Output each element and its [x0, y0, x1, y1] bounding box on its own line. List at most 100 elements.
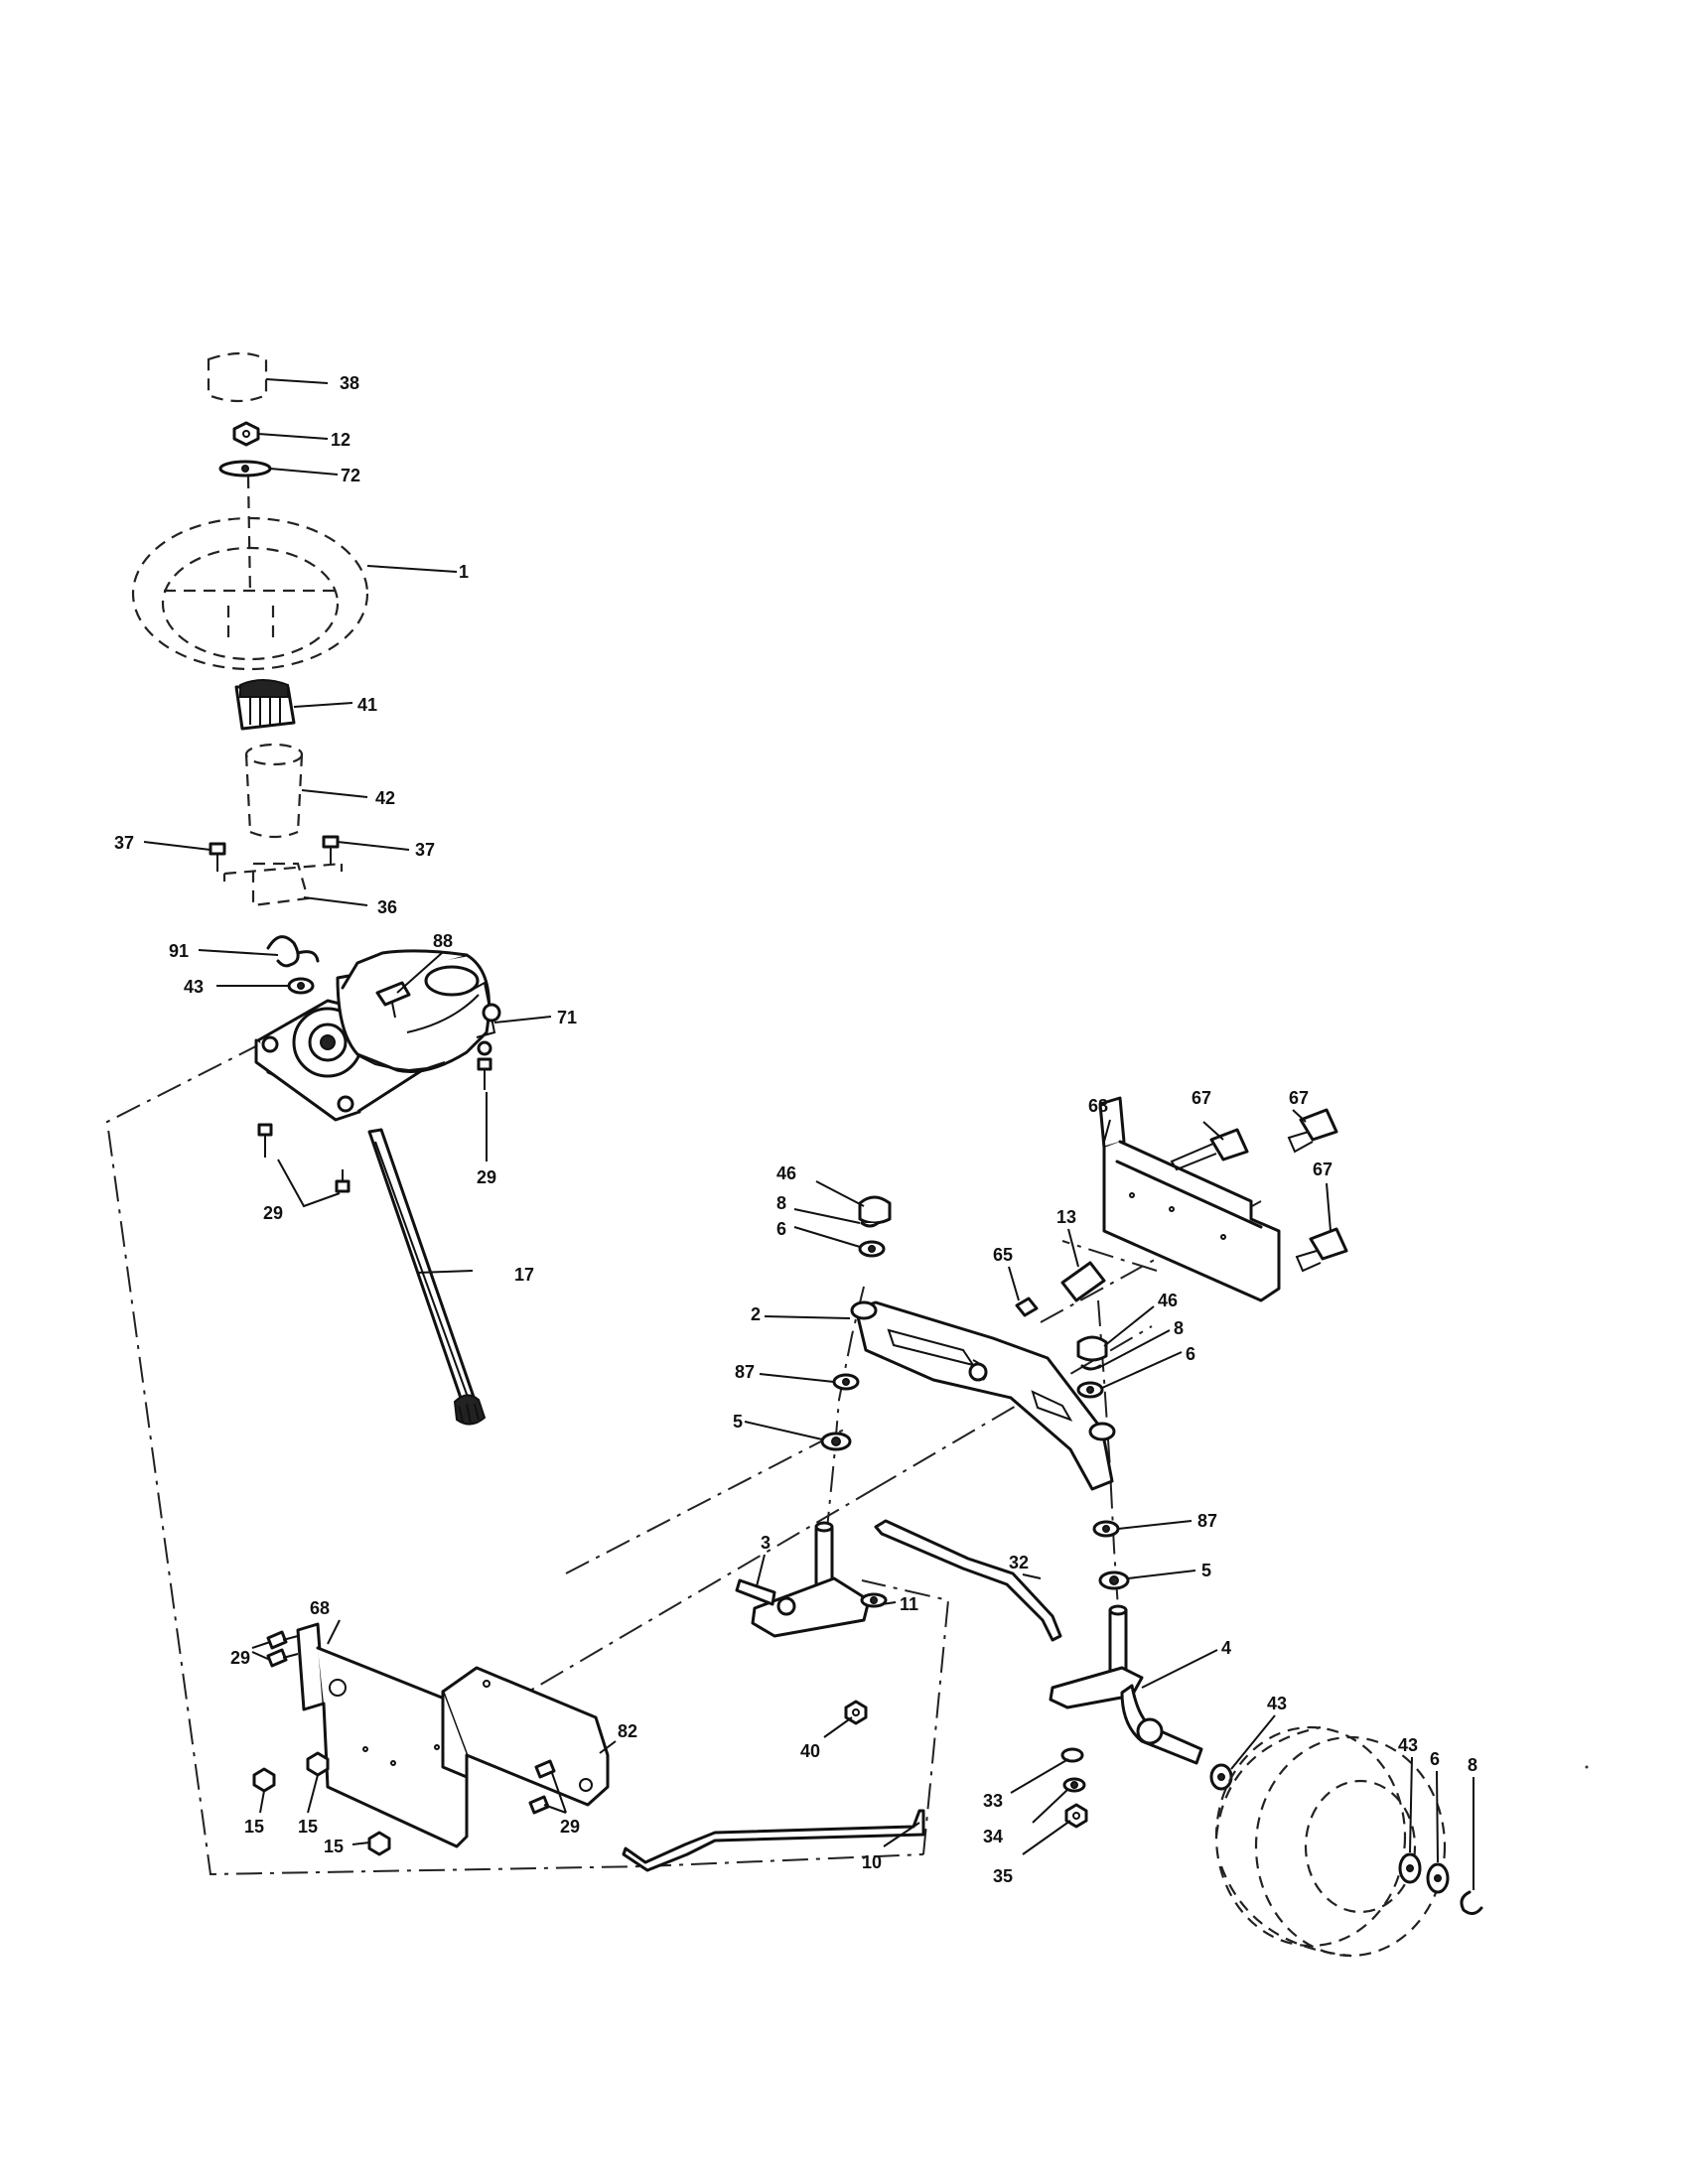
bolt-29-left-lower	[335, 1169, 351, 1193]
callout-68-upper: 68	[1088, 1096, 1108, 1116]
callout-32: 32	[1009, 1553, 1029, 1572]
callout-88: 88	[433, 931, 453, 951]
pin-65	[1015, 1297, 1039, 1317]
callout-6-right: 6	[1186, 1344, 1195, 1364]
callout-29-left: 29	[263, 1203, 283, 1223]
washer-43-spindle	[1209, 1763, 1233, 1791]
callout-46-right: 46	[1158, 1291, 1178, 1310]
mount-bracket-68-lower	[296, 1622, 469, 1848]
callout-71: 71	[557, 1008, 577, 1027]
bolt-67-c	[1295, 1227, 1348, 1273]
callout-3: 3	[761, 1533, 771, 1553]
callout-2: 2	[751, 1304, 761, 1324]
bearing-5-right	[1098, 1570, 1130, 1590]
nut-15-a	[252, 1767, 276, 1793]
bracket-82	[441, 1666, 610, 1807]
callout-43-wheel: 43	[1398, 1735, 1418, 1755]
cap-46-left	[858, 1195, 892, 1225]
washer-87-right	[1092, 1520, 1120, 1538]
nut-15-b	[306, 1751, 330, 1777]
callout-41: 41	[357, 695, 377, 715]
callout-15-c: 15	[324, 1837, 344, 1856]
callout-5-left: 5	[733, 1412, 743, 1432]
washer-72	[218, 460, 272, 478]
callout-33: 33	[983, 1791, 1003, 1811]
callout-8-left: 8	[776, 1193, 786, 1213]
callout-91: 91	[169, 941, 189, 961]
callout-6-left: 6	[776, 1219, 786, 1239]
callout-72: 72	[341, 466, 360, 485]
bolt-29-bracket-right-a	[534, 1759, 556, 1779]
washer-34	[1062, 1777, 1086, 1793]
callout-35: 35	[993, 1866, 1013, 1886]
bolt-29-bracket-upper	[266, 1630, 299, 1650]
retainer-11	[860, 1592, 888, 1608]
callout-65: 65	[993, 1245, 1013, 1265]
washer-43-wheel	[1398, 1852, 1422, 1884]
nut-35	[1064, 1803, 1088, 1829]
callout-8-wheel: 8	[1468, 1755, 1477, 1775]
callout-37-left: 37	[114, 833, 134, 853]
callout-1: 1	[459, 562, 469, 582]
callout-37-right: 37	[415, 840, 435, 860]
callout-17: 17	[514, 1265, 534, 1285]
callout-36: 36	[377, 897, 397, 917]
callout-29-right: 29	[477, 1167, 496, 1187]
callout-40: 40	[800, 1741, 820, 1761]
drag-link-10	[622, 1809, 925, 1872]
callout-67-b: 67	[1289, 1088, 1309, 1108]
mount-bracket-68-upper	[1098, 1096, 1281, 1302]
callout-38: 38	[340, 373, 359, 393]
spindle-4	[1049, 1604, 1203, 1765]
callout-15-b: 15	[298, 1817, 318, 1837]
callout-15-a: 15	[244, 1817, 264, 1837]
cap-46-right	[1076, 1335, 1108, 1362]
nut-15-c	[367, 1831, 391, 1856]
front-wheel	[1214, 1725, 1447, 1958]
callout-6-wheel: 6	[1430, 1749, 1440, 1769]
callout-29-bracket-right: 29	[560, 1817, 580, 1837]
nut-12	[232, 421, 260, 447]
callout-67-a: 67	[1192, 1088, 1211, 1108]
washer-6-left	[858, 1240, 886, 1258]
bolt-29-right	[477, 1057, 492, 1090]
washer-87-left	[832, 1373, 860, 1391]
sector-gear-71	[336, 949, 501, 1074]
callout-11: 11	[900, 1594, 918, 1614]
bolt-29-bracket-lower	[266, 1648, 299, 1668]
callout-13: 13	[1056, 1207, 1076, 1227]
clip-8-wheel	[1460, 1890, 1483, 1915]
tie-rod-32	[874, 1519, 1062, 1642]
callout-8-right: 8	[1174, 1318, 1184, 1338]
callout-67-c: 67	[1313, 1160, 1333, 1179]
callout-4: 4	[1221, 1638, 1231, 1658]
callout-68-lower: 68	[310, 1598, 330, 1618]
axle-2	[850, 1300, 1116, 1491]
clip-91	[266, 935, 320, 968]
bolt-37-left	[209, 842, 226, 872]
callout-5-right: 5	[1201, 1561, 1211, 1580]
callout-82: 82	[618, 1721, 637, 1741]
callout-42: 42	[375, 788, 395, 808]
stray-dot	[1585, 1765, 1589, 1769]
sleeve-42	[244, 743, 304, 839]
callout-87-left: 87	[735, 1362, 755, 1382]
leader-lines	[143, 378, 1474, 1890]
steering-housing	[254, 999, 429, 1122]
clip-8-right	[1080, 1364, 1102, 1371]
bearing-5-left	[820, 1432, 852, 1451]
callout-29-bracket-left: 29	[230, 1648, 250, 1668]
callout-12: 12	[331, 430, 351, 450]
bolt-67-b	[1287, 1108, 1338, 1154]
washer-6-wheel	[1426, 1862, 1450, 1894]
bolt-29-left-upper	[257, 1123, 273, 1158]
steering-cap-38	[207, 351, 268, 403]
spacer-13	[1060, 1261, 1106, 1302]
callout-10: 10	[862, 1852, 882, 1872]
callout-labels: 38 12 72 1 41 42 37 37 36 91 88 43 71 29…	[114, 373, 1477, 1886]
callout-43-upper: 43	[184, 977, 204, 997]
callout-46-left: 46	[776, 1163, 796, 1183]
washer-43-upper	[287, 977, 315, 995]
washer-33	[1060, 1747, 1084, 1763]
